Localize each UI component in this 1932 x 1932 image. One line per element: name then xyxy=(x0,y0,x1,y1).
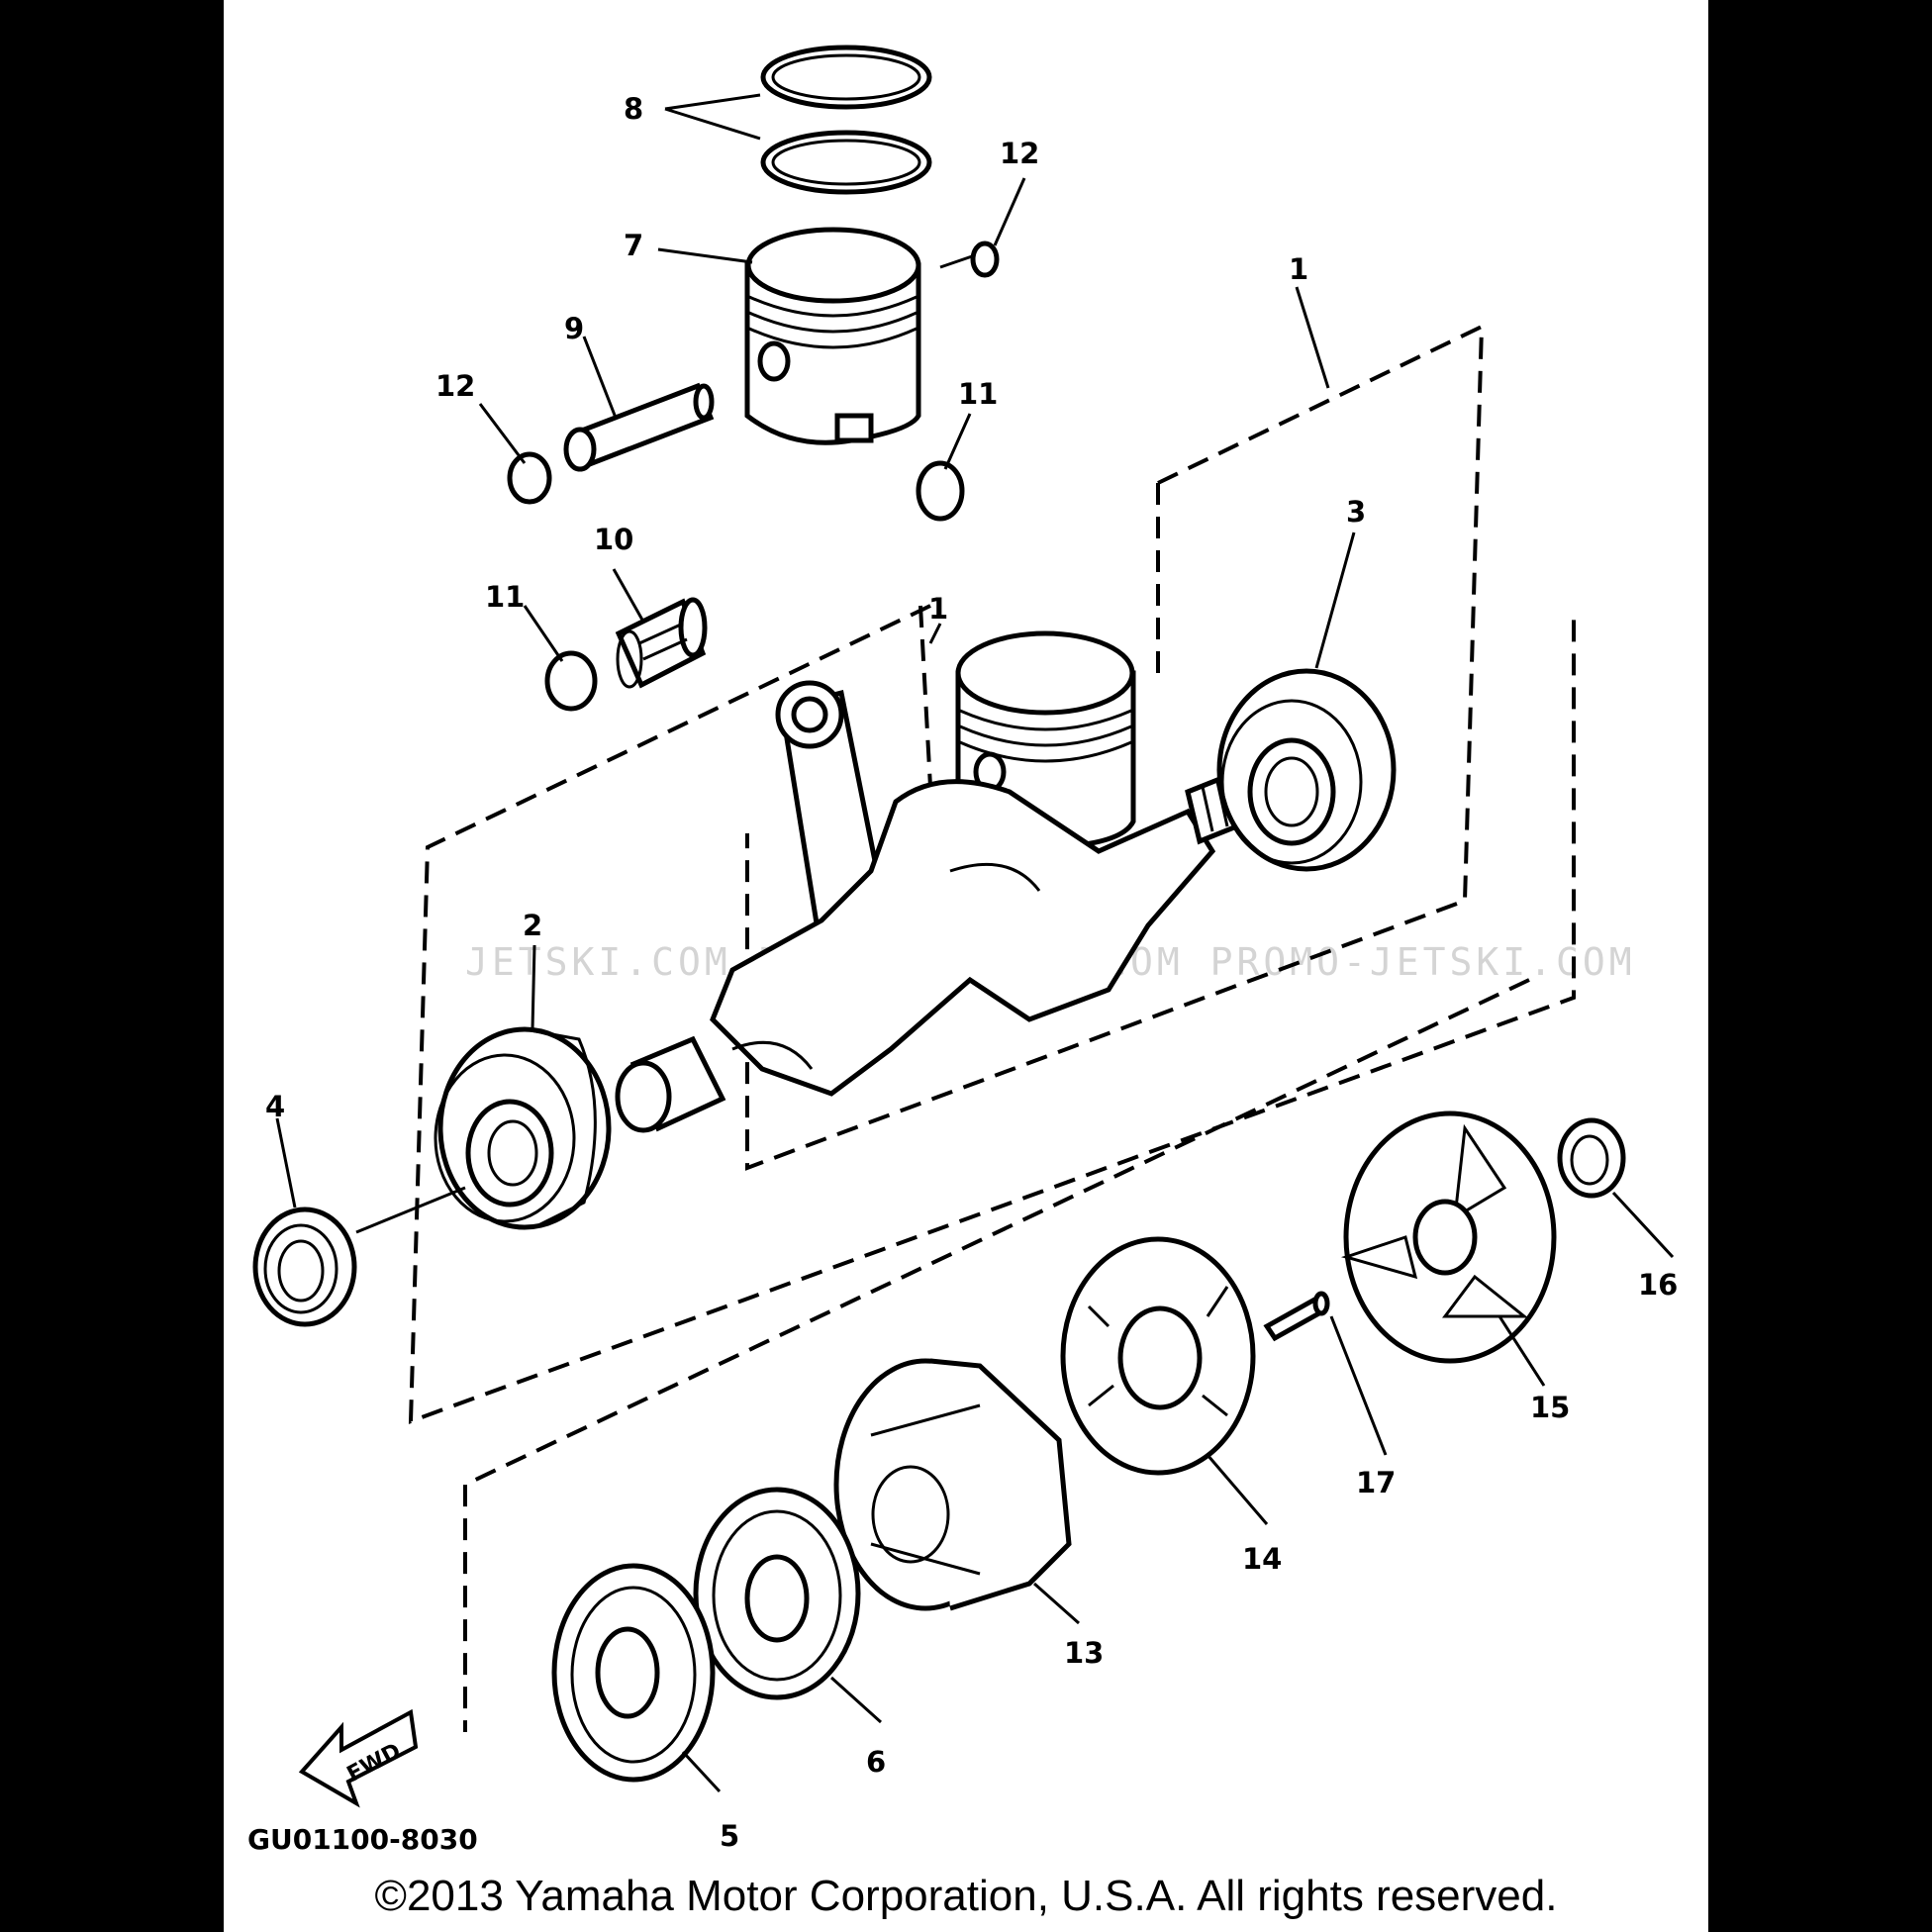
oil-seal-part xyxy=(252,1207,357,1327)
needle-bearing-part xyxy=(615,597,708,689)
callout-label: 3 xyxy=(1346,495,1366,529)
callout-label: 8 xyxy=(624,92,643,126)
leader-lines xyxy=(275,93,1675,1793)
crankshaft-part xyxy=(615,768,1252,1133)
ball-bearing-part xyxy=(1216,668,1397,872)
callout-label: 6 xyxy=(866,1745,886,1779)
callout-label: 2 xyxy=(523,909,542,942)
piston-pin-part xyxy=(563,382,715,472)
callout-label: 10 xyxy=(594,523,633,556)
copyright-notice: ©2013 Yamaha Motor Corporation, U.S.A. A… xyxy=(374,1872,1558,1920)
assembly-outline-crank xyxy=(408,604,1576,1424)
callout-label: 12 xyxy=(1000,137,1039,170)
callout-label: 16 xyxy=(1638,1268,1678,1302)
coupling-part xyxy=(833,1358,1072,1611)
coupling-part xyxy=(1340,1111,1557,1364)
callout-label: 11 xyxy=(958,377,998,411)
callout-label: 15 xyxy=(1530,1391,1570,1424)
washer-part xyxy=(544,650,598,712)
callout-label: 4 xyxy=(265,1090,285,1123)
seal-part xyxy=(693,1487,861,1700)
washer-part xyxy=(916,460,965,522)
callout-label: 12 xyxy=(435,369,475,403)
seal-part xyxy=(551,1563,716,1783)
assembly-outline-upper xyxy=(745,323,1485,1171)
callout-label: 14 xyxy=(1242,1542,1282,1576)
callout-label: 17 xyxy=(1356,1466,1396,1499)
circlip-part xyxy=(970,241,1000,278)
oil-seal-part xyxy=(1557,1117,1626,1199)
forward-arrow-icon: FWD xyxy=(298,1708,419,1808)
callout-label: 9 xyxy=(564,312,584,345)
callout-label: 5 xyxy=(720,1819,739,1853)
piston-ring-part xyxy=(760,45,932,195)
callout-label: 1 xyxy=(1289,252,1308,286)
callout-label: 11 xyxy=(485,580,525,614)
callout-label: 13 xyxy=(1064,1636,1104,1670)
figure-code: GU01100-8030 xyxy=(247,1823,478,1856)
damper-part xyxy=(1060,1236,1256,1476)
callout-label: 1 xyxy=(928,592,948,626)
callout-labels: 8 12 7 1 9 12 11 3 10 11 1 2 4 16 15 17 … xyxy=(265,92,1678,1853)
bolt-part xyxy=(1263,1291,1330,1342)
ball-bearing-part xyxy=(434,1026,612,1230)
circlip-part xyxy=(507,451,552,505)
piston-part xyxy=(744,227,921,445)
callout-label: 7 xyxy=(624,229,643,262)
